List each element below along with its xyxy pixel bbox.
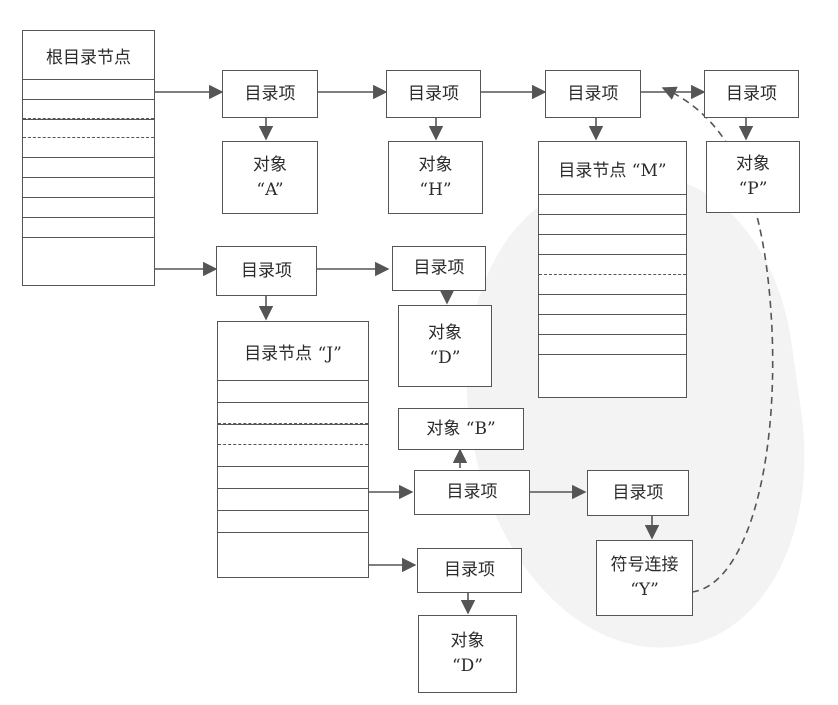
dirM-slot-1 (539, 195, 686, 215)
object-D-lower: 对象 “D” (418, 615, 517, 693)
directory-node-J: 目录节点 “J” (217, 321, 369, 578)
dirM-slot-5 (539, 295, 686, 315)
dirM-slot-8 (539, 355, 686, 376)
dirM-slot-gap (539, 255, 686, 275)
dir-entry-5: 目录项 (216, 246, 317, 296)
root-directory-node: 根目录节点 (22, 30, 155, 286)
object-P: 对象 “P” (706, 141, 800, 213)
root-slot-8 (23, 238, 154, 259)
directory-M-label: 目录节点 “M” (539, 142, 686, 195)
dirJ-slot-3 (218, 445, 368, 468)
dirM-slot-6 (539, 315, 686, 335)
dir-entry-1: 目录项 (222, 70, 318, 118)
dir-entry-3: 目录项 (545, 70, 641, 118)
root-slot-gap (23, 118, 154, 139)
root-slot-3 (23, 138, 154, 159)
dirM-slot-3 (539, 235, 686, 255)
root-directory-label: 根目录节点 (23, 31, 154, 80)
dir-entry-7: 目录项 (414, 470, 530, 515)
directory-J-label: 目录节点 “J” (218, 322, 368, 381)
dirM-slot-4 (539, 275, 686, 295)
directory-node-M: 目录节点 “M” (538, 141, 687, 398)
dirM-slot-7 (539, 335, 686, 355)
root-slot-6 (23, 198, 154, 219)
dir-entry-6: 目录项 (392, 246, 486, 291)
root-slot-1 (23, 80, 154, 100)
dirM-slot-2 (539, 215, 686, 235)
root-slot-4 (23, 158, 154, 179)
dirJ-slot-7 (218, 533, 368, 555)
object-B: 对象 “B” (398, 408, 524, 450)
object-H: 对象 “H” (388, 141, 483, 214)
root-slot-7 (23, 218, 154, 239)
object-A: 对象 “A” (222, 141, 318, 214)
root-slot-5 (23, 178, 154, 199)
dir-entry-8: 目录项 (587, 470, 689, 516)
dirJ-slot-2 (218, 403, 368, 425)
dirJ-slot-gap (218, 423, 368, 446)
dir-entry-9: 目录项 (417, 548, 522, 593)
root-slot-2 (23, 100, 154, 120)
object-D-upper: 对象 “D” (398, 305, 492, 387)
dirJ-slot-5 (218, 489, 368, 512)
symbolic-link-Y: 符号连接 “Y” (596, 540, 693, 616)
dir-entry-2: 目录项 (386, 70, 481, 118)
symlink-dashed-arrow (661, 86, 774, 593)
dirJ-slot-6 (218, 511, 368, 534)
dirJ-slot-4 (218, 467, 368, 490)
dir-entry-4: 目录项 (704, 70, 799, 118)
dirJ-slot-1 (218, 381, 368, 403)
